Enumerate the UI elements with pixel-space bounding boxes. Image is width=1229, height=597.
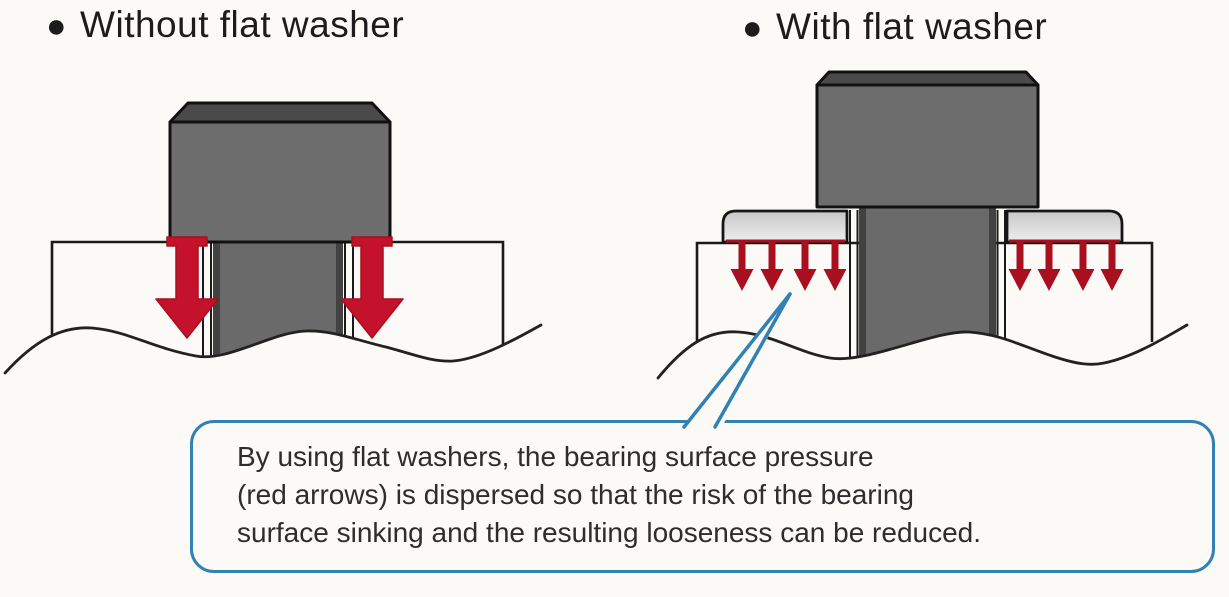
callout-box: By using flat washers, the bearing surfa…	[190, 420, 1215, 573]
pressure-arrow-small	[1008, 242, 1032, 291]
break-wave-line	[3, 323, 543, 375]
diagram-with-washer	[656, 70, 1189, 415]
panel-title-label: With flat washer	[776, 6, 1048, 47]
panel-title-label: Without flat washer	[80, 4, 405, 45]
break-mask	[658, 325, 1187, 415]
break-wave-line	[656, 323, 1189, 380]
shank-edge	[336, 242, 343, 366]
panel-title-without-washer: ● Without flat washer	[46, 4, 404, 46]
pressure-arrow-large	[155, 236, 219, 339]
bolt-head	[815, 83, 1040, 209]
callout-text: By using flat washers, the bearing surfa…	[193, 423, 1212, 552]
flat-washer-right	[1005, 209, 1124, 244]
bolt-head-top	[168, 101, 392, 124]
pressure-arrow-small	[730, 242, 754, 291]
pressure-arrow-small	[760, 242, 784, 291]
flat-washer-left	[721, 209, 849, 244]
bolt-head-top	[815, 70, 1040, 87]
callout-pointer-line	[713, 292, 792, 429]
callout-line: surface sinking and the resulting loosen…	[237, 517, 982, 548]
callout-line: (red arrows) is dispersed so that the ri…	[237, 479, 914, 510]
callout-line: By using flat washers, the bearing surfa…	[237, 441, 874, 472]
callout-pointer-line	[682, 292, 792, 429]
pressure-arrow-small	[793, 242, 817, 291]
panel-title-with-washer: ● With flat washer	[742, 6, 1047, 48]
diagram-without-washer	[3, 101, 543, 410]
pressure-arrow-small	[1071, 242, 1095, 291]
shank-edge	[213, 242, 220, 366]
shank-edge	[859, 207, 866, 365]
bolt-head	[168, 120, 392, 244]
bullet-icon: ●	[46, 7, 68, 45]
pressure-arrow-small	[823, 242, 847, 291]
pressure-arrow-small	[1100, 242, 1124, 291]
pressure-arrow-large	[340, 236, 404, 339]
callout-pointer	[681, 292, 792, 429]
pressure-arrow-small	[1037, 242, 1061, 291]
bullet-icon: ●	[742, 9, 764, 47]
shank-edge	[989, 207, 996, 365]
break-mask	[5, 325, 541, 410]
